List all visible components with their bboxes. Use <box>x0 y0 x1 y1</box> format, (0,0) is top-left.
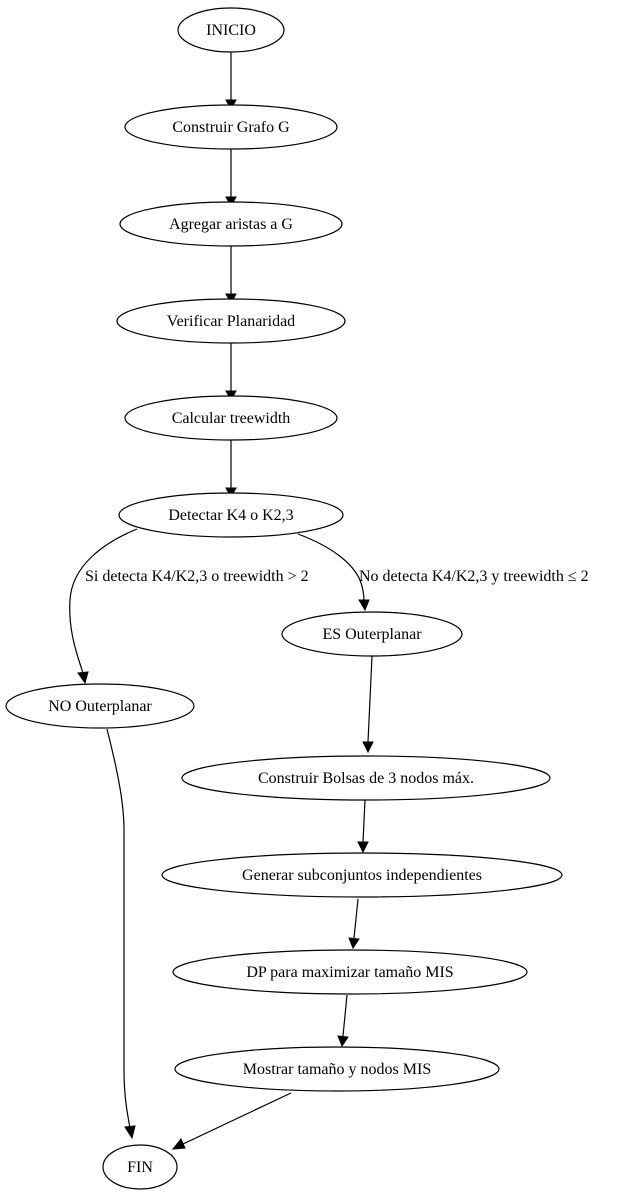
node-dp-maximizar-label: DP para maximizar tamaño MIS <box>246 964 453 981</box>
node-es-outerplanar: ES Outerplanar <box>281 611 463 657</box>
node-detectar-k4: Detectar K4 o K2,3 <box>118 492 344 538</box>
node-verificar-planaridad-label: Verificar Planaridad <box>167 313 295 330</box>
node-fin-label: FIN <box>127 1159 153 1176</box>
node-agregar-aristas-label: Agregar aristas a G <box>169 216 293 233</box>
edge-labels: Si detecta K4/K2,3 o treewidth > 2 No de… <box>85 568 589 585</box>
node-inicio: INICIO <box>177 7 285 53</box>
node-dp-maximizar: DP para maximizar tamaño MIS <box>172 949 528 995</box>
node-agregar-aristas: Agregar aristas a G <box>119 201 343 247</box>
node-detectar-k4-label: Detectar K4 o K2,3 <box>168 507 293 524</box>
nodes: INICIO Construir Grafo G Agregar aristas… <box>5 7 563 1190</box>
node-calcular-treewidth: Calcular treewidth <box>124 395 338 441</box>
edge-detectar-k4-es-outerplanar-arrow <box>358 599 370 612</box>
edge-label-si-detecta: Si detecta K4/K2,3 o treewidth > 2 <box>85 568 309 585</box>
edge-construir-bolsas-generar-subconjuntos <box>362 799 366 843</box>
edge-detectar-k4-es-outerplanar <box>297 533 365 602</box>
edge-detectar-k4-no-outerplanar <box>69 528 138 674</box>
node-construir-bolsas: Construir Bolsas de 3 nodos máx. <box>181 755 551 801</box>
edge-mostrar-mis-fin <box>182 1092 292 1145</box>
node-construir-grafo-label: Construir Grafo G <box>172 119 290 136</box>
node-no-outerplanar-label: NO Outerplanar <box>48 698 152 715</box>
edge-label-no-detecta: No detecta K4/K2,3 y treewidth ≤ 2 <box>359 568 589 585</box>
edge-no-outerplanar-fin-arrow <box>124 1125 136 1140</box>
node-generar-subconjuntos-label: Generar subconjuntos independientes <box>242 867 482 884</box>
edge-generar-subconjuntos-dp-arrow <box>348 937 360 950</box>
node-no-outerplanar: NO Outerplanar <box>5 683 195 729</box>
edges <box>69 52 374 1150</box>
node-mostrar-mis: Mostrar tamaño y nodos MIS <box>174 1046 500 1092</box>
edge-es-outerplanar-construir-bolsas-arrow <box>362 741 374 754</box>
edge-detectar-k4-no-outerplanar-arrow <box>77 671 89 685</box>
node-verificar-planaridad: Verificar Planaridad <box>116 298 346 344</box>
edge-es-outerplanar-construir-bolsas <box>367 655 373 743</box>
node-generar-subconjuntos: Generar subconjuntos independientes <box>161 852 563 898</box>
node-construir-bolsas-label: Construir Bolsas de 3 nodos máx. <box>258 770 474 787</box>
node-inicio-label: INICIO <box>206 22 256 39</box>
node-construir-grafo: Construir Grafo G <box>124 104 338 150</box>
node-calcular-treewidth-label: Calcular treewidth <box>172 410 291 427</box>
edge-mostrar-mis-fin-arrow <box>171 1138 186 1150</box>
edge-dp-mostrar-mis-arrow <box>337 1035 349 1048</box>
node-mostrar-mis-label: Mostrar tamaño y nodos MIS <box>243 1061 431 1078</box>
edge-dp-mostrar-mis <box>342 994 348 1037</box>
node-fin: FIN <box>102 1144 178 1190</box>
edge-no-outerplanar-fin <box>106 728 131 1129</box>
node-es-outerplanar-label: ES Outerplanar <box>322 626 422 643</box>
edge-construir-bolsas-generar-subconjuntos-arrow <box>357 841 369 854</box>
edge-generar-subconjuntos-dp <box>353 898 359 939</box>
